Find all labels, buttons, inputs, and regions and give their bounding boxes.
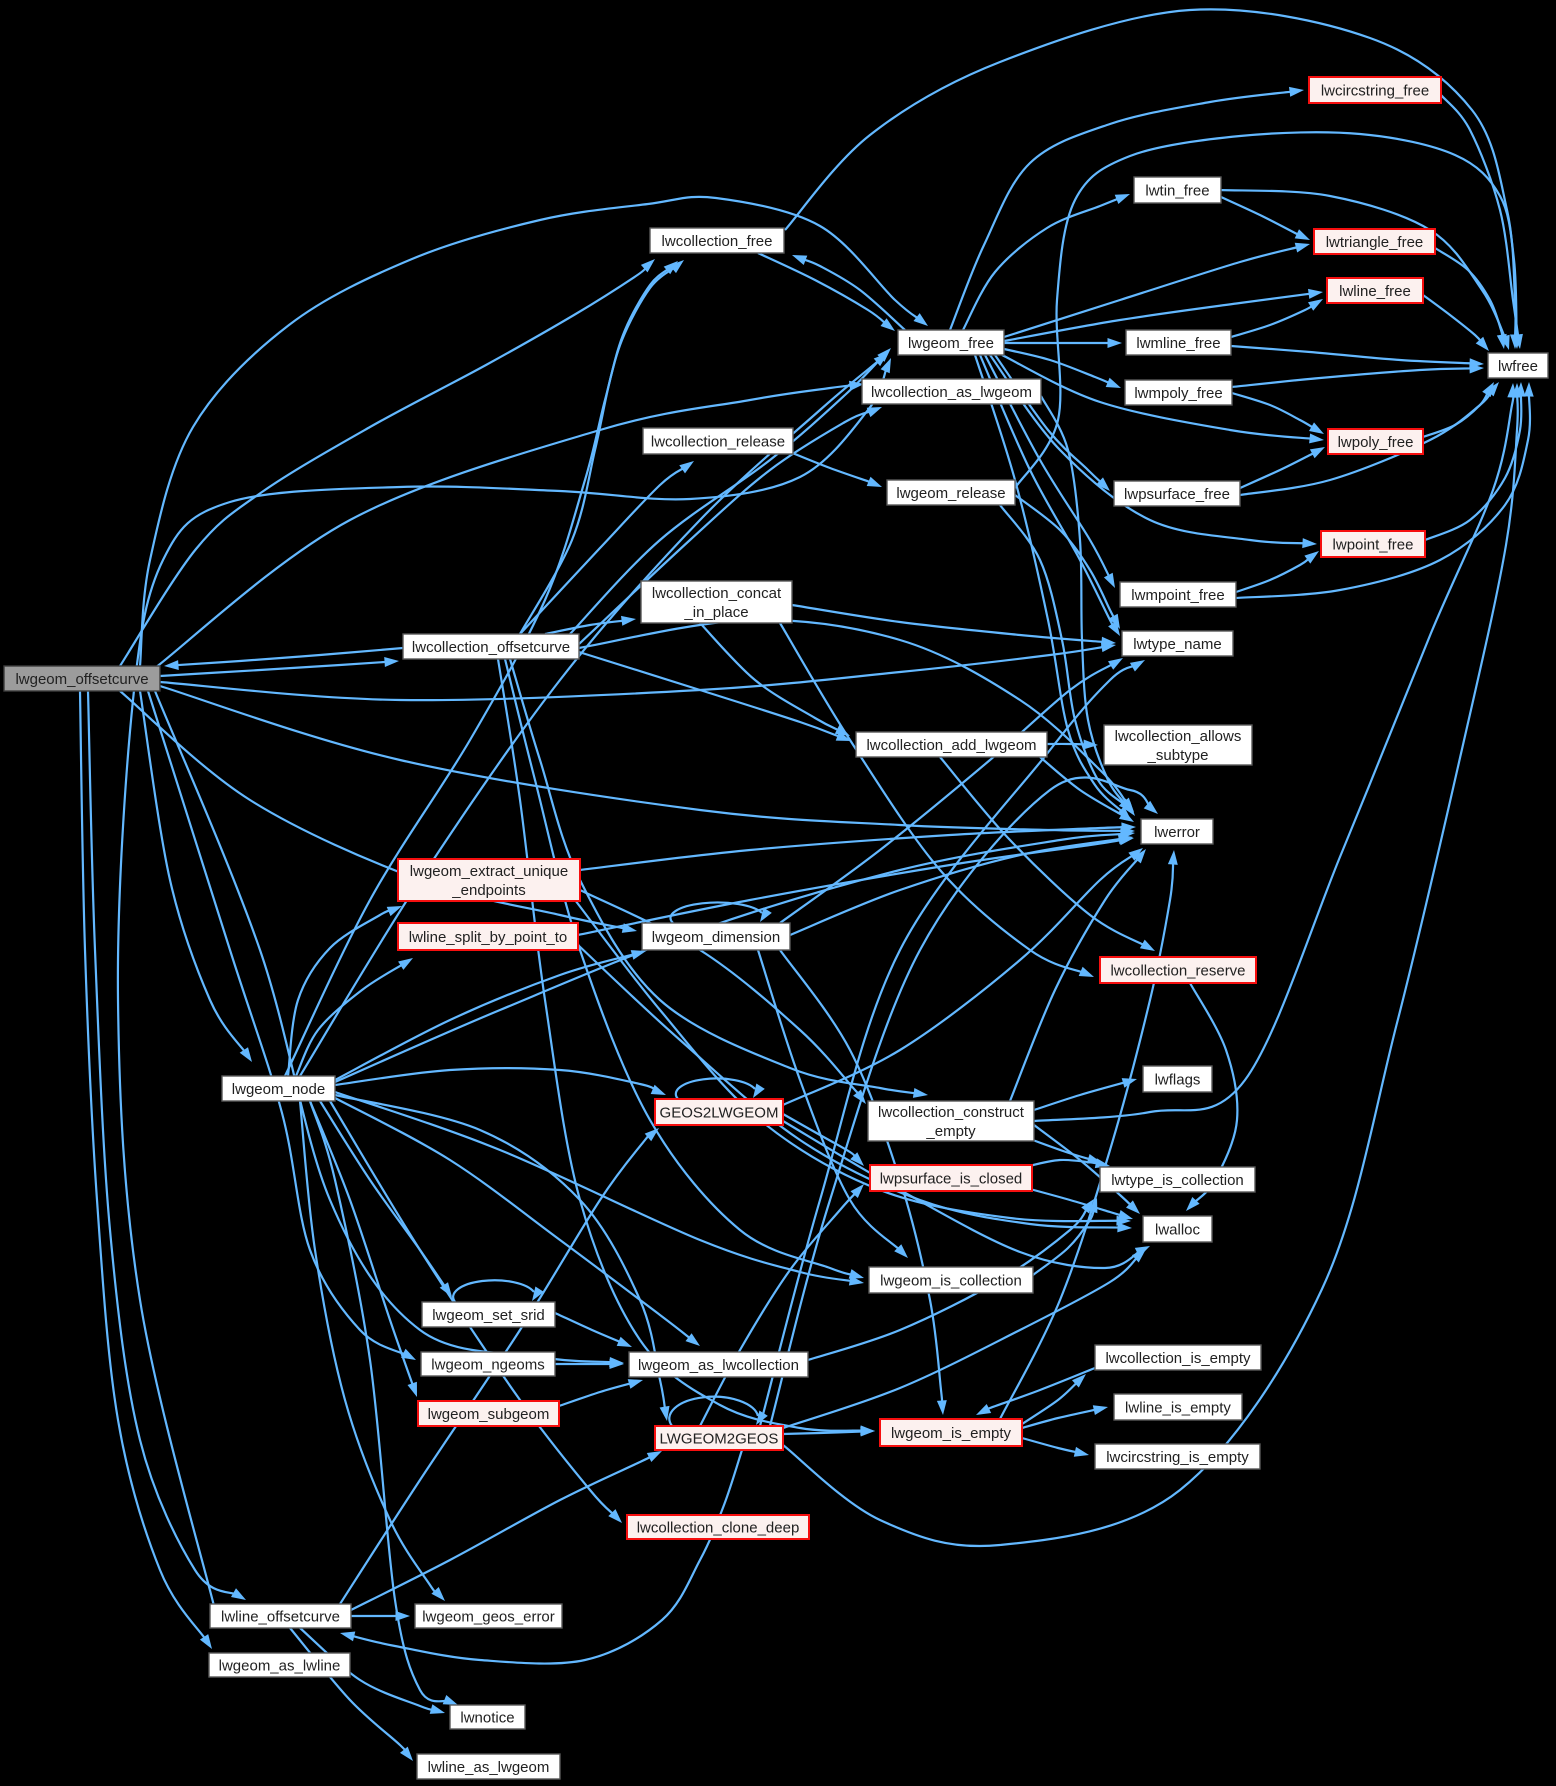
svg-text:lwline_split_by_point_to: lwline_split_by_point_to	[409, 929, 567, 946]
svg-text:lwgeom_is_collection: lwgeom_is_collection	[880, 1272, 1022, 1289]
svg-text:lwpoint_free: lwpoint_free	[1333, 536, 1414, 553]
svg-text:lwmpoint_free: lwmpoint_free	[1131, 587, 1224, 604]
svg-text:lwgeom_extract_unique: lwgeom_extract_unique	[410, 863, 568, 880]
svg-text:lwcollection_release: lwcollection_release	[651, 433, 785, 450]
svg-text:lwgeom_free: lwgeom_free	[908, 335, 994, 352]
svg-text:lwgeom_geos_error: lwgeom_geos_error	[422, 1608, 555, 1625]
svg-text:lwcollection_add_lwgeom: lwcollection_add_lwgeom	[866, 737, 1036, 754]
svg-text:_in_place: _in_place	[683, 604, 748, 621]
svg-text:lwtype_is_collection: lwtype_is_collection	[1111, 1172, 1244, 1189]
svg-text:lwgeom_subgeom: lwgeom_subgeom	[428, 1406, 550, 1423]
svg-text:lwgeom_ngeoms: lwgeom_ngeoms	[431, 1356, 544, 1373]
svg-text:lwcollection_is_empty: lwcollection_is_empty	[1105, 1350, 1251, 1367]
svg-text:lwfree: lwfree	[1498, 358, 1538, 375]
svg-text:lwalloc: lwalloc	[1155, 1221, 1201, 1238]
svg-text:lwline_offsetcurve: lwline_offsetcurve	[221, 1608, 340, 1625]
svg-text:lwmpoly_free: lwmpoly_free	[1134, 385, 1222, 402]
svg-text:lwcircstring_is_empty: lwcircstring_is_empty	[1106, 1449, 1249, 1466]
svg-text:lwflags: lwflags	[1155, 1071, 1201, 1088]
svg-text:lwtin_free: lwtin_free	[1145, 182, 1209, 199]
svg-text:lwmline_free: lwmline_free	[1136, 335, 1220, 352]
svg-text:lwgeom_dimension: lwgeom_dimension	[652, 929, 780, 946]
svg-text:_subtype: _subtype	[1147, 747, 1209, 764]
svg-text:lwline_free: lwline_free	[1339, 283, 1411, 300]
svg-text:lwtype_name: lwtype_name	[1133, 636, 1221, 653]
svg-text:lwline_is_empty: lwline_is_empty	[1125, 1399, 1231, 1416]
svg-text:GEOS2LWGEOM: GEOS2LWGEOM	[660, 1104, 779, 1121]
svg-text:lwcollection_construct: lwcollection_construct	[878, 1104, 1025, 1121]
svg-text:_empty: _empty	[925, 1123, 976, 1140]
svg-text:lwcollection_clone_deep: lwcollection_clone_deep	[637, 1519, 800, 1536]
svg-text:lwcollection_allows: lwcollection_allows	[1115, 728, 1242, 745]
svg-text:lwgeom_as_lwline: lwgeom_as_lwline	[219, 1657, 341, 1674]
svg-text:lwpsurface_free: lwpsurface_free	[1124, 486, 1230, 503]
svg-text:lwcollection_offsetcurve: lwcollection_offsetcurve	[412, 639, 570, 656]
svg-text:lwpoly_free: lwpoly_free	[1338, 434, 1414, 451]
svg-text:lwgeom_offsetcurve: lwgeom_offsetcurve	[15, 671, 148, 688]
svg-text:lwgeom_release: lwgeom_release	[896, 485, 1005, 502]
svg-text:_endpoints: _endpoints	[451, 882, 525, 899]
svg-text:lwgeom_as_lwcollection: lwgeom_as_lwcollection	[638, 1357, 799, 1374]
svg-text:lwgeom_node: lwgeom_node	[232, 1081, 325, 1098]
svg-text:lwline_as_lwgeom: lwline_as_lwgeom	[428, 1759, 550, 1776]
svg-text:lwtriangle_free: lwtriangle_free	[1326, 234, 1424, 251]
svg-text:lwgeom_set_srid: lwgeom_set_srid	[432, 1307, 545, 1324]
svg-text:lwcircstring_free: lwcircstring_free	[1321, 82, 1429, 99]
svg-text:lwcollection_as_lwgeom: lwcollection_as_lwgeom	[871, 384, 1032, 401]
svg-text:lwpsurface_is_closed: lwpsurface_is_closed	[880, 1170, 1023, 1187]
svg-text:LWGEOM2GEOS: LWGEOM2GEOS	[660, 1430, 779, 1447]
svg-text:lwerror: lwerror	[1154, 824, 1200, 841]
svg-text:lwgeom_is_empty: lwgeom_is_empty	[891, 1425, 1012, 1442]
svg-text:lwcollection_reserve: lwcollection_reserve	[1110, 962, 1245, 979]
svg-text:lwnotice: lwnotice	[460, 1709, 514, 1726]
svg-text:lwcollection_free: lwcollection_free	[662, 233, 773, 250]
svg-text:lwcollection_concat: lwcollection_concat	[652, 585, 782, 602]
